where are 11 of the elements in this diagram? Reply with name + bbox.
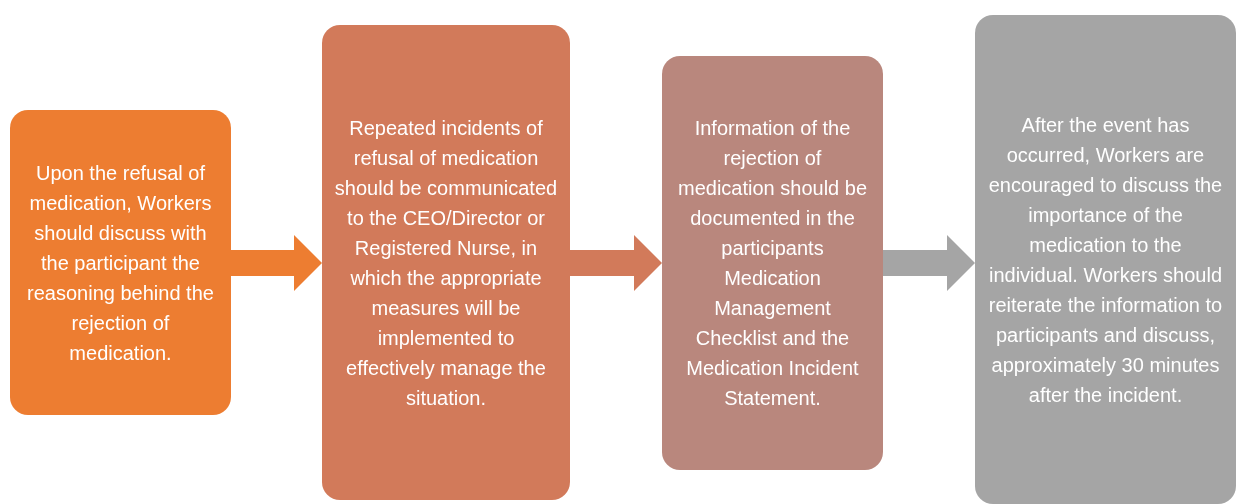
process-box [322, 25, 570, 500]
block-arrow [570, 235, 662, 291]
step-text: After the event has occurred, Workers are encouraged to discuss the importance of the medication to the individual. Workers should reiterate the information to participants and discuss, approximately 30 minutes after the incident. [987, 112, 1224, 408]
process-box [662, 56, 883, 470]
step-text: Upon the refusal of medication, Workers should discuss with the participant the reasoning behind the rejection of medication. [26, 160, 215, 366]
block-arrow [231, 235, 322, 291]
process-box [10, 110, 231, 415]
process-box [975, 15, 1236, 504]
step-text: Information of the rejection of medication should be documented in the participants Medication Management Checklist and the Medication Incident Statement. [677, 116, 868, 411]
block-arrow [883, 235, 975, 291]
step-text: Repeated incidents of refusal of medication should be communicated to the CEO/Director or Registered Nurse, in which the appropriate measures will be implemented to effectively manage the situation. [334, 115, 558, 411]
